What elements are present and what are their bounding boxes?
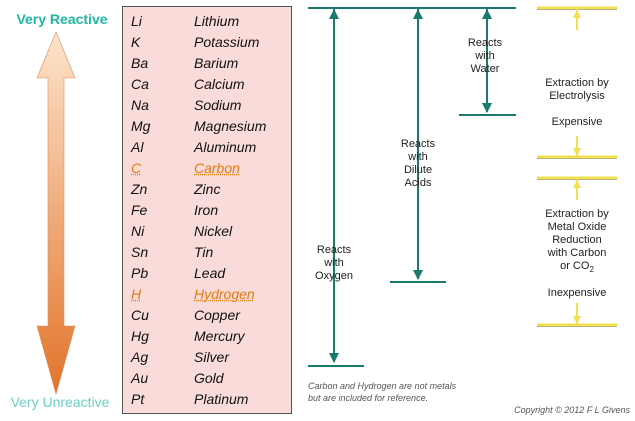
element-name: Lithium: [194, 13, 240, 29]
element-symbol: Ca: [131, 76, 149, 92]
element-name: Potassium: [194, 34, 260, 50]
element-name: Magnesium: [194, 118, 267, 134]
element-row: Cu Copper: [123, 305, 293, 326]
element-symbol: C: [131, 160, 142, 176]
element-row: Hg Mercury: [123, 326, 293, 347]
element-symbol: Zn: [131, 181, 148, 197]
element-name: Mercury: [194, 328, 245, 344]
water-arrowhead-bottom: [482, 103, 492, 113]
element-symbol: Al: [131, 139, 144, 155]
element-row: Mg Magnesium: [123, 116, 293, 137]
element-name: Calcium: [194, 76, 245, 92]
element-symbol: Na: [131, 97, 149, 113]
reactivity-arrow: [36, 31, 76, 396]
element-row: Zn Zinc: [123, 179, 293, 200]
element-name: Iron: [194, 202, 219, 218]
element-symbol: Ni: [131, 223, 145, 239]
element-name: Platinum: [194, 391, 249, 407]
element-row: Fe Iron: [123, 200, 293, 221]
element-name: Barium: [194, 55, 239, 71]
element-row: Pt Platinum: [123, 389, 293, 410]
element-row: Na Sodium: [123, 95, 293, 116]
element-name: Tin: [194, 244, 214, 260]
element-symbol: K: [131, 34, 141, 50]
very-unreactive-label: Very Unreactive: [10, 394, 110, 410]
element-name: Hydrogen: [194, 286, 255, 302]
element-name: Sodium: [194, 97, 242, 113]
element-symbol: Hg: [131, 328, 149, 344]
element-name: Zinc: [194, 181, 221, 197]
element-name: Aluminum: [194, 139, 257, 155]
element-symbol: Fe: [131, 202, 148, 218]
element-row: H Hydrogen: [123, 284, 293, 305]
element-symbol: Ag: [131, 349, 149, 365]
element-row: Sn Tin: [123, 242, 293, 263]
element-symbol: Pt: [131, 391, 145, 407]
water-arrowhead-top: [482, 9, 492, 19]
element-name: Gold: [194, 370, 224, 386]
expensive-label: Expensive: [551, 116, 603, 128]
element-symbol: Ba: [131, 55, 149, 71]
element-name: Nickel: [194, 223, 233, 239]
element-row: Au Gold: [123, 368, 293, 389]
element-row: C Carbon: [123, 158, 293, 179]
element-symbol: Mg: [131, 118, 151, 134]
element-row: Ni Nickel: [123, 221, 293, 242]
oxygen-arrowhead-top: [329, 9, 339, 19]
element-symbol: Pb: [131, 265, 149, 281]
element-row: Al Aluminum: [123, 137, 293, 158]
oxygen-arrowhead-bottom: [329, 353, 339, 363]
element-row: Li Lithium: [123, 11, 293, 32]
element-row: Ba Barium: [123, 53, 293, 74]
element-row: Ag Silver: [123, 347, 293, 368]
inexpensive-label: Inexpensive: [547, 287, 607, 299]
acids-arrowhead-top: [413, 9, 423, 19]
element-symbol: Li: [131, 13, 142, 29]
element-name: Silver: [194, 349, 230, 365]
acids-arrowhead-bottom: [413, 270, 423, 280]
element-name: Carbon: [194, 160, 240, 176]
element-row: K Potassium: [123, 32, 293, 53]
very-reactive-label: Very Reactive: [16, 11, 108, 27]
element-symbol: Au: [131, 370, 149, 386]
element-symbol: Cu: [131, 307, 149, 323]
element-symbol: Sn: [131, 244, 149, 260]
copyright-notice: Copyright © 2012 F L Givens: [514, 405, 630, 415]
element-name: Lead: [194, 265, 226, 281]
element-row: Ca Calcium: [123, 74, 293, 95]
element-name: Copper: [194, 307, 240, 323]
element-row: Pb Lead: [123, 263, 293, 284]
element-symbol: H: [131, 286, 142, 302]
